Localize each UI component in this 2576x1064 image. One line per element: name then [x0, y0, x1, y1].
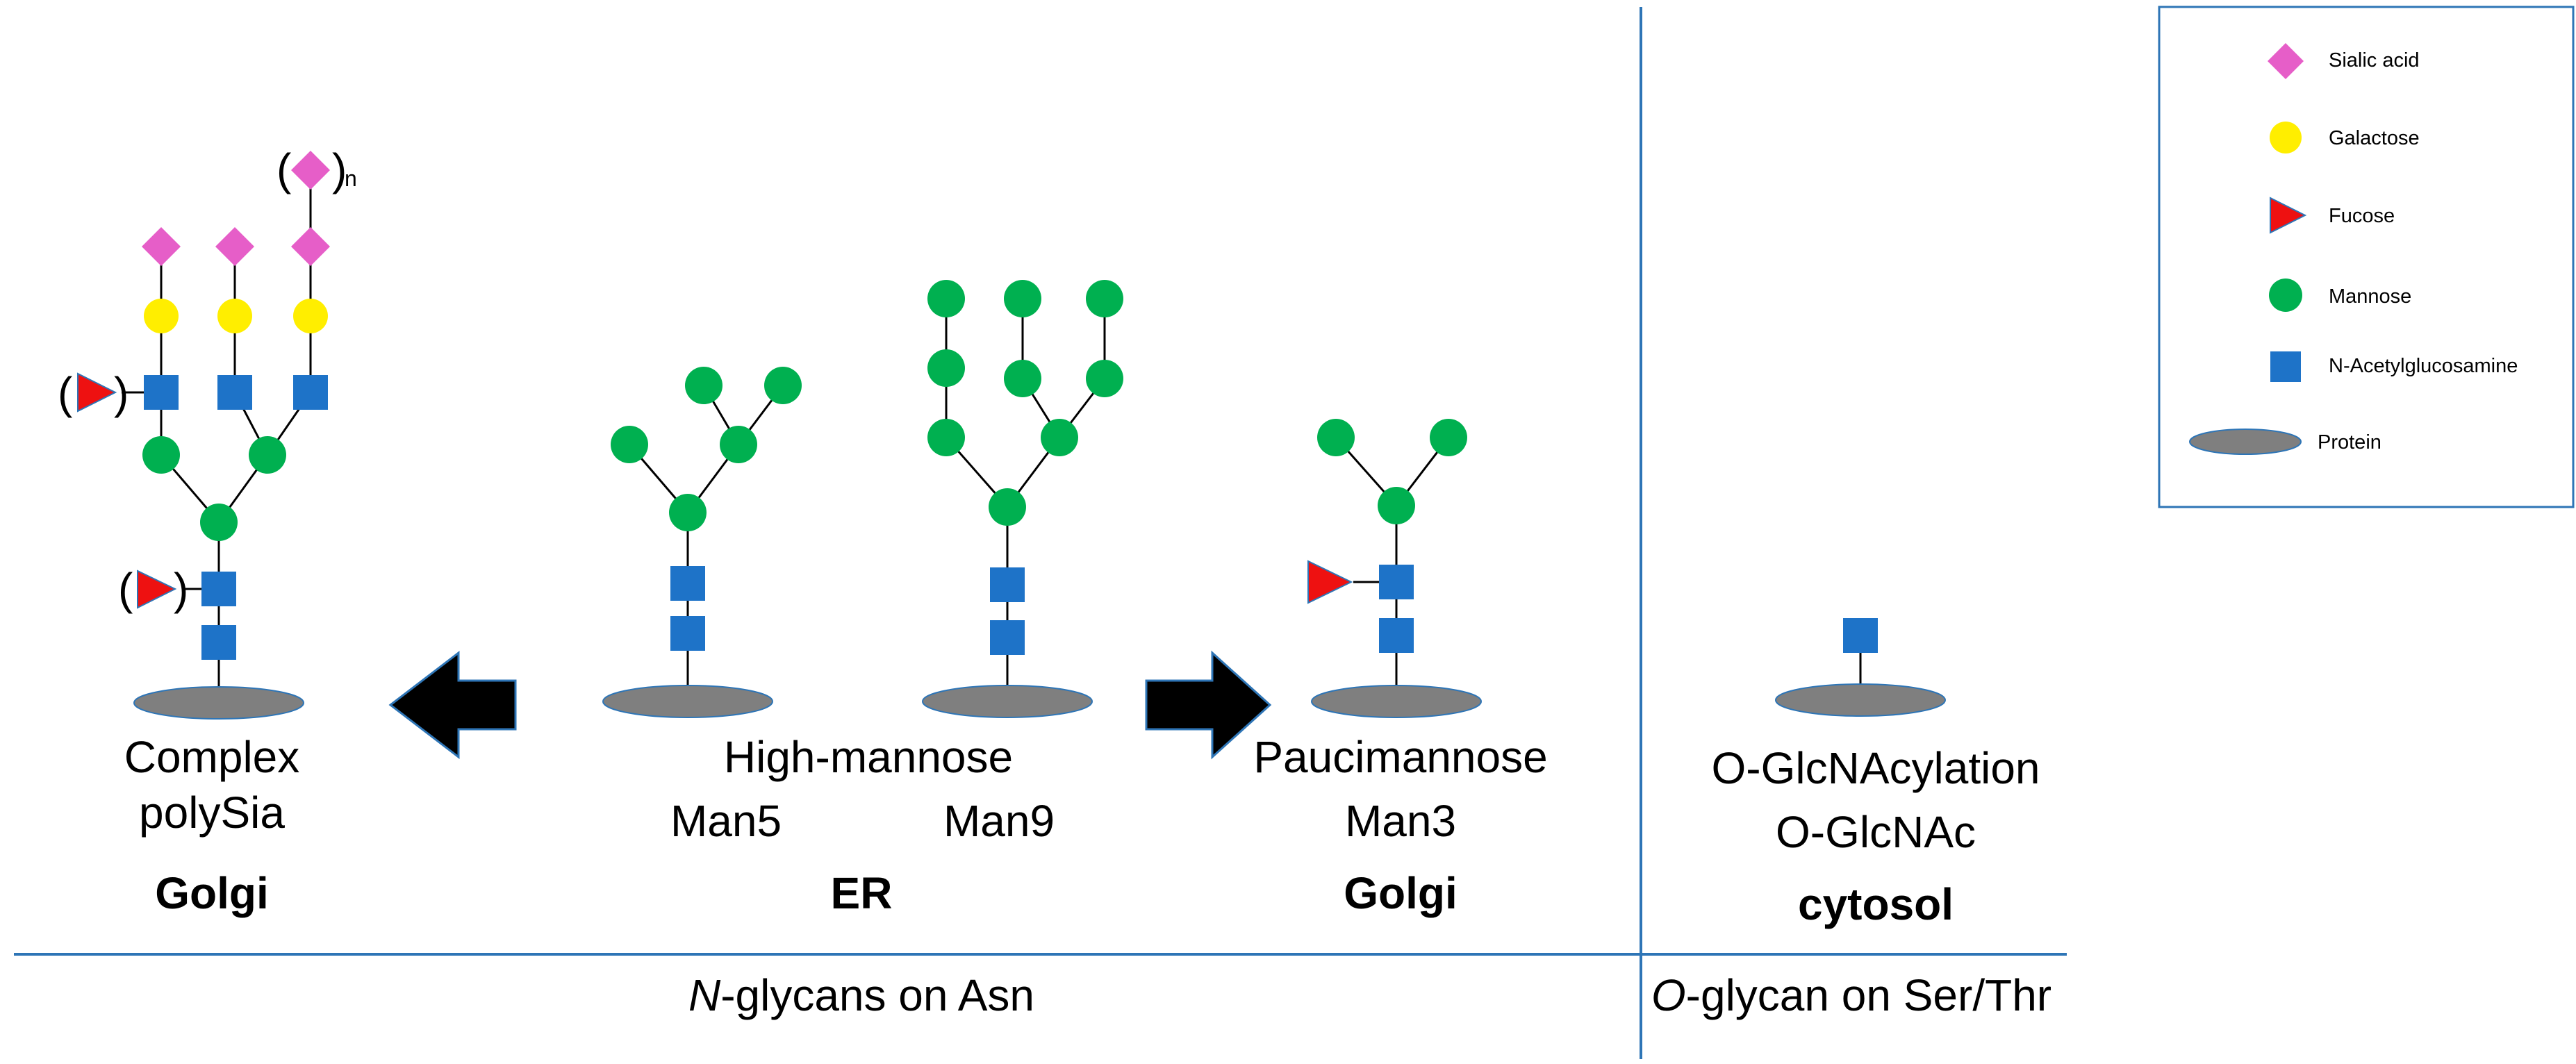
mannose-man9-l2	[927, 349, 965, 387]
mannose-complex-right	[249, 436, 286, 474]
man9-glycan	[945, 299, 1106, 701]
mannose-man9-r2	[1086, 360, 1123, 397]
protein-man3	[1311, 685, 1482, 718]
glcnac-man9-2	[990, 567, 1025, 602]
paucimannose-line2: Man3	[1345, 796, 1456, 846]
legend-fucose-icon	[2270, 197, 2307, 234]
sialic-complex-2	[215, 227, 254, 266]
legend-glcnac-label: N-Acetylglucosamine	[2329, 355, 2518, 377]
glcnac-complex-core1	[201, 625, 236, 660]
paren-close-sia: )	[332, 144, 347, 194]
galactose-complex-3	[293, 299, 328, 333]
footer-n-glycans: N-glycans on Asn	[688, 970, 1034, 1020]
arrow-right	[1145, 650, 1272, 760]
protein-man9	[922, 685, 1093, 718]
paren-open-sia: (	[276, 144, 291, 194]
mannose-man9-m2	[1004, 360, 1041, 397]
man9-label: Man9	[943, 796, 1055, 846]
glcnac-complex-core2	[201, 572, 236, 606]
mannose-complex-core	[200, 504, 238, 541]
fucose-complex-core	[137, 570, 177, 609]
mannose-man5-r2	[764, 367, 802, 404]
legend-box	[2158, 6, 2575, 508]
glcnac-man3-2	[1379, 565, 1414, 599]
complex-line1: Complex	[124, 732, 300, 782]
galactose-complex-2	[217, 299, 252, 333]
galactose-complex-1	[144, 299, 179, 333]
glcnac-man3-1	[1379, 618, 1414, 653]
glcnac-complex-a2	[217, 375, 252, 410]
mannose-man3-core	[1378, 487, 1415, 524]
fucose-man3	[1307, 560, 1353, 604]
mannose-man3-right	[1430, 419, 1467, 456]
sialic-complex-poly	[291, 151, 330, 190]
paren-open-fuc-antenna: (	[58, 368, 72, 418]
mannose-man9-core	[989, 488, 1026, 526]
sialic-complex-1	[142, 227, 181, 266]
complex-line2: polySia	[139, 788, 285, 838]
subscript-n: n	[345, 166, 357, 191]
footer-o-glycan: O-glycan on Ser/Thr	[1651, 970, 2051, 1020]
mannose-man9-r3	[1086, 280, 1123, 317]
protein-complex	[133, 686, 304, 720]
legend-fucose-label: Fucose	[2329, 205, 2395, 227]
legend-protein-icon	[2189, 429, 2302, 455]
mannose-man9-left	[927, 419, 965, 456]
legend-mannose-icon	[2269, 279, 2302, 312]
man5-glycan	[628, 385, 784, 701]
mannose-man9-m3	[1004, 280, 1041, 317]
glcnac-man5-1	[670, 616, 705, 651]
mannose-complex-left	[142, 436, 180, 474]
mannose-man9-l3	[927, 280, 965, 317]
legend-galactose-icon	[2270, 122, 2302, 153]
mannose-man5-r1	[685, 367, 723, 404]
glcnac-complex-a1	[144, 375, 179, 410]
legend-mannose-label: Mannose	[2329, 285, 2411, 308]
o-glcnac-line2: O-GlcNAc	[1776, 807, 1976, 857]
legend-sialic-icon	[2268, 43, 2304, 79]
glcnac-man5-2	[670, 566, 705, 601]
mannose-man3-left	[1317, 419, 1355, 456]
glcnac-o-glcnac	[1843, 618, 1878, 653]
complex-location: Golgi	[155, 868, 269, 918]
man5-label: Man5	[670, 796, 782, 846]
paren-close-fuc-antenna: )	[114, 368, 129, 418]
o-glcnac-location: cytosol	[1798, 879, 1954, 929]
paucimannose-line1: Paucimannose	[1253, 732, 1547, 782]
glcnac-complex-a3	[293, 375, 328, 410]
paucimannose-location: Golgi	[1344, 868, 1458, 918]
legend-protein-label: Protein	[2318, 431, 2381, 454]
fucose-complex-antenna	[77, 372, 117, 413]
protein-man5	[602, 685, 773, 718]
legend-galactose-label: Galactose	[2329, 127, 2420, 149]
legend-glcnac-icon	[2270, 351, 2301, 382]
o-glcnac-line1: O-GlcNAcylation	[1712, 743, 2040, 793]
sialic-complex-3	[291, 227, 330, 266]
paren-close-fuc-core: )	[174, 564, 188, 614]
mannose-man9-right	[1041, 419, 1078, 456]
mannose-man5-left	[611, 426, 648, 463]
legend: Sialic acid Galactose Fucose Mannose N-A…	[2158, 6, 2575, 508]
paren-open-fuc-core: (	[118, 564, 133, 614]
mannose-man5-core	[669, 494, 707, 531]
arrow-left	[388, 650, 517, 760]
mannose-man5-right	[720, 426, 757, 463]
glcnac-man9-1	[990, 620, 1025, 655]
er-location: ER	[831, 868, 893, 918]
high-mannose-title: High-mannose	[724, 732, 1013, 782]
protein-o-glcnac	[1775, 683, 1946, 717]
legend-sialic-label: Sialic acid	[2329, 49, 2420, 72]
